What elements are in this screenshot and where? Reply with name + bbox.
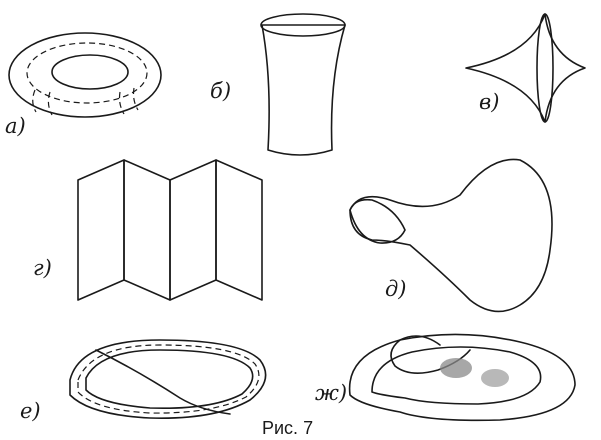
label-d: д) xyxy=(385,277,407,301)
label-g: г) xyxy=(33,256,52,280)
label-v: в) xyxy=(479,90,499,114)
figure-caption: Рис. 7 xyxy=(262,418,313,438)
cylinder-figure xyxy=(261,14,345,155)
klein-bottle-figure xyxy=(350,334,575,420)
label-a: а) xyxy=(5,114,26,138)
torus-figure xyxy=(9,33,161,117)
label-e: е) xyxy=(20,399,41,423)
label-zh: ж) xyxy=(315,381,347,405)
saddle-figure xyxy=(350,159,552,311)
folded-paper-figure xyxy=(78,160,262,300)
label-b: б) xyxy=(210,79,231,103)
mobius-strip-figure xyxy=(70,340,266,418)
